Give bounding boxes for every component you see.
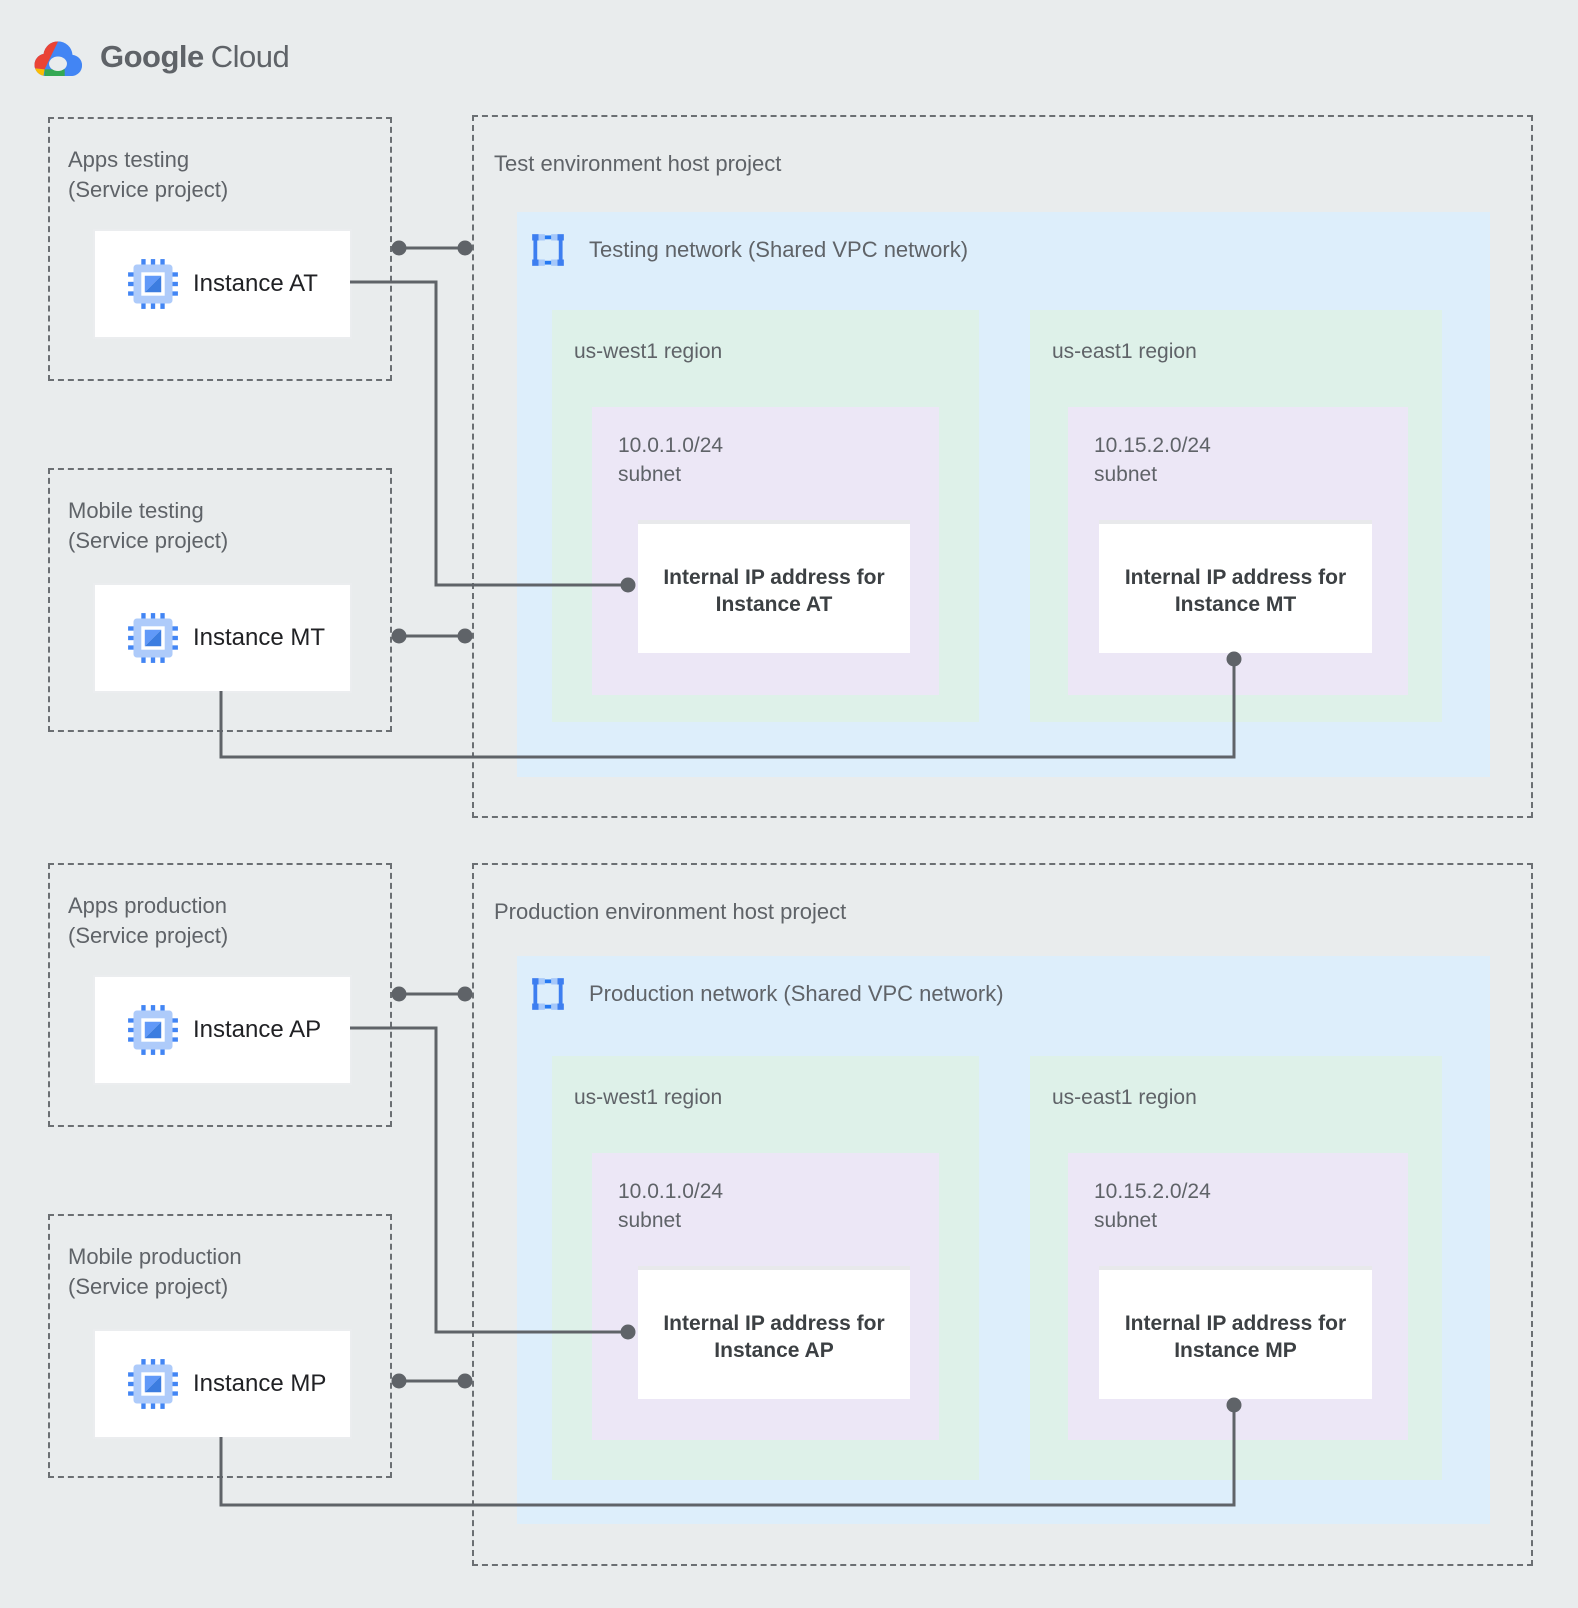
connector-endpoint-dot	[391, 1373, 407, 1389]
ip-label-line1: Internal IP address for	[663, 566, 885, 589]
instance-card-ap: Instance AP	[93, 975, 352, 1085]
vpc-network-header: Testing network (Shared VPC network)	[529, 230, 968, 270]
ip-label-line2: Instance MT	[1174, 593, 1297, 616]
region-box-us-east1: us-east1 region 10.15.2.0/24 subnet Inte…	[1030, 310, 1442, 722]
service-project-mobile-production: Mobile production (Service project) Inst…	[48, 1214, 392, 1478]
subnet-cidr: 10.15.2.0/24	[1094, 1180, 1211, 1203]
subnet-cidr: 10.15.2.0/24	[1094, 434, 1211, 457]
service-project-apps-testing: Apps testing (Service project) Instance …	[48, 117, 392, 381]
region-box-us-west1: us-west1 region 10.0.1.0/24 subnet Inter…	[552, 310, 979, 722]
subnet-box-east: 10.15.2.0/24 subnet Internal IP address …	[1068, 1153, 1408, 1440]
service-project-label: Mobile testing (Service project)	[68, 496, 228, 556]
region-box-us-west1: us-west1 region 10.0.1.0/24 subnet Inter…	[552, 1056, 979, 1480]
subnet-word: subnet	[1094, 1209, 1158, 1232]
host-project-test: Test environment host project T	[472, 115, 1533, 818]
instance-card-mt: Instance MT	[93, 583, 352, 693]
subnet-word: subnet	[1094, 463, 1158, 486]
compute-engine-icon	[128, 1005, 178, 1055]
ip-label-line2: Instance AP	[714, 1339, 834, 1362]
logo-brand-text: Google	[100, 39, 204, 74]
service-project-type: (Service project)	[68, 1274, 229, 1299]
vpc-network-icon	[532, 234, 564, 266]
connector-endpoint-dot	[457, 1373, 473, 1389]
ip-label-line1: Internal IP address for	[1124, 1312, 1347, 1335]
internal-ip-box-instance-at: Internal IP address for Instance AT	[638, 520, 910, 653]
subnet-cidr: 10.0.1.0/24	[618, 1180, 724, 1203]
vpc-network-label: Testing network (Shared VPC network)	[589, 237, 969, 262]
vpc-network-header: Production network (Shared VPC network)	[529, 974, 1004, 1014]
subnet-word: subnet	[618, 1209, 682, 1232]
vpc-network-box-testing: Testing network (Shared VPC network) us-…	[517, 212, 1490, 777]
region-label: us-west1 region	[574, 340, 723, 363]
ip-label-line2: Instance AT	[715, 593, 833, 616]
compute-engine-icon	[128, 1359, 178, 1409]
service-project-name: Mobile production	[68, 1244, 242, 1269]
instance-label: Instance MT	[193, 624, 326, 651]
internal-ip-box-instance-mt: Internal IP address for Instance MT	[1099, 520, 1372, 653]
service-project-name: Apps production	[68, 893, 227, 918]
instance-label: Instance AT	[193, 270, 318, 297]
vpc-network-icon	[532, 978, 564, 1010]
service-project-name: Apps testing	[68, 147, 190, 172]
connector-endpoint-dot	[391, 628, 407, 644]
service-project-name: Mobile testing	[68, 498, 204, 523]
instance-card-at: Instance AT	[93, 229, 352, 339]
region-label: us-east1 region	[1052, 340, 1197, 363]
region-label: us-east1 region	[1052, 1086, 1197, 1109]
instance-label: Instance AP	[193, 1016, 322, 1043]
host-project-production: Production environment host project	[472, 863, 1533, 1566]
logo-product-text: Cloud	[210, 39, 290, 74]
instance-card-mp: Instance MP	[93, 1329, 352, 1439]
service-project-label: Apps production (Service project)	[68, 891, 228, 951]
connector-endpoint-dot	[457, 628, 473, 644]
subnet-label: 10.0.1.0/24 subnet	[618, 431, 723, 489]
connector-endpoint-dot	[391, 986, 407, 1002]
internal-ip-box-instance-ap: Internal IP address for Instance AP	[638, 1266, 910, 1399]
subnet-word: subnet	[618, 463, 682, 486]
internal-ip-box-instance-mp: Internal IP address for Instance MP	[1099, 1266, 1372, 1399]
service-project-label: Apps testing (Service project)	[68, 145, 228, 205]
subnet-cidr: 10.0.1.0/24	[618, 434, 724, 457]
subnet-label: 10.15.2.0/24 subnet	[1094, 1177, 1211, 1235]
subnet-box-west: 10.0.1.0/24 subnet Internal IP address f…	[592, 1153, 939, 1440]
host-project-title: Test environment host project	[494, 151, 782, 176]
ip-label-line2: Instance MP	[1174, 1339, 1297, 1362]
region-box-us-east1: us-east1 region 10.15.2.0/24 subnet Inte…	[1030, 1056, 1442, 1480]
connector-endpoint-dot	[457, 986, 473, 1002]
subnet-label: 10.15.2.0/24 subnet	[1094, 431, 1211, 489]
region-label: us-west1 region	[574, 1086, 723, 1109]
service-project-type: (Service project)	[68, 177, 229, 202]
subnet-box-west: 10.0.1.0/24 subnet Internal IP address f…	[592, 407, 939, 695]
instance-label: Instance MP	[193, 1370, 327, 1397]
service-project-apps-production: Apps production (Service project) Instan…	[48, 863, 392, 1127]
subnet-label: 10.0.1.0/24 subnet	[618, 1177, 723, 1235]
ip-label-line1: Internal IP address for	[1124, 566, 1347, 589]
service-project-type: (Service project)	[68, 923, 229, 948]
ip-label-line1: Internal IP address for	[663, 1312, 885, 1335]
service-project-label: Mobile production (Service project)	[68, 1242, 242, 1302]
host-project-title: Production environment host project	[494, 899, 847, 924]
vpc-network-box-production: Production network (Shared VPC network) …	[517, 956, 1490, 1524]
connector-endpoint-dot	[391, 240, 407, 256]
compute-engine-icon	[128, 259, 178, 309]
compute-engine-icon	[128, 613, 178, 663]
subnet-box-east: 10.15.2.0/24 subnet Internal IP address …	[1068, 407, 1408, 695]
google-cloud-logo-icon	[34, 41, 83, 77]
connector-endpoint-dot	[457, 240, 473, 256]
service-project-mobile-testing: Mobile testing (Service project) Instanc…	[48, 468, 392, 732]
service-project-type: (Service project)	[68, 528, 229, 553]
vpc-network-label: Production network (Shared VPC network)	[589, 981, 1004, 1006]
